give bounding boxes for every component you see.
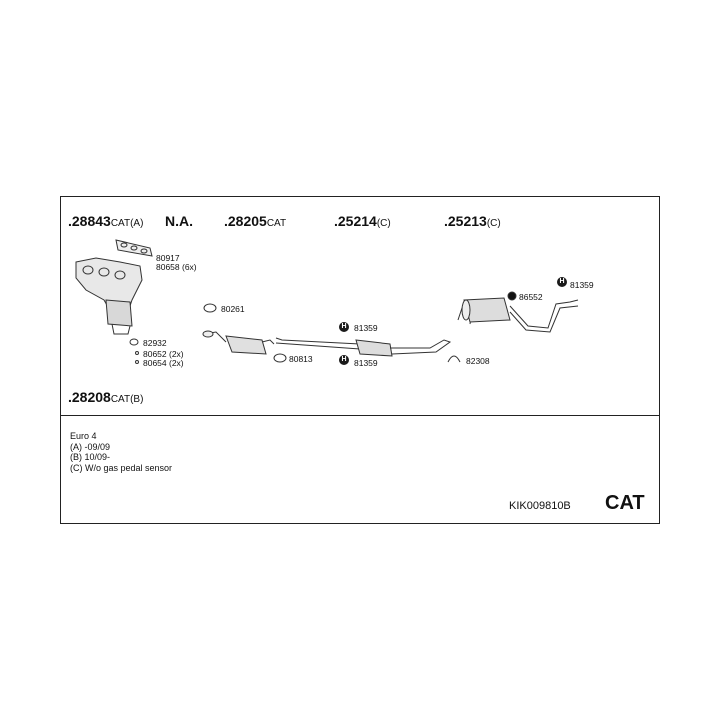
group-label-25214: .25214(C) <box>334 213 391 229</box>
part-label-80813: 80813 <box>289 354 313 364</box>
gasket-80261-drawing <box>203 303 217 313</box>
group-suffix: CAT(B) <box>110 394 144 405</box>
part-label-80654: 80654 (2x) <box>143 358 184 368</box>
hanger-81359-icon: H <box>339 322 349 332</box>
group-label-25213: .25213(C) <box>444 213 501 229</box>
manifold-gasket-drawing <box>115 239 153 257</box>
mount-86552-drawing <box>507 291 517 301</box>
notes-block: Euro 4 (A) -09/09 (B) 10/09- (C) W/o gas… <box>70 431 172 473</box>
group-number: .28843 <box>68 213 111 229</box>
part-label-81359: 81359 <box>570 280 594 290</box>
group-number: .25213 <box>444 213 487 229</box>
note-line: (C) W/o gas pedal sensor <box>70 462 173 473</box>
group-suffix: (C) <box>376 218 391 229</box>
kit-code: KIK009810B <box>509 500 571 512</box>
note-line: (A) -09/09 <box>70 441 111 452</box>
group-number: .25214 <box>334 213 377 229</box>
group-label-28208: .28208CAT(B) <box>68 389 143 405</box>
diagram-frame <box>60 196 660 524</box>
clamp-82308-drawing <box>447 355 461 363</box>
group-number: .28205 <box>224 213 267 229</box>
group-number: N.A. <box>165 213 193 229</box>
part-label-81359: 81359 <box>354 358 378 368</box>
category-label: CAT <box>605 492 645 514</box>
group-number: .28208 <box>68 389 111 405</box>
middle-silencer-drawing <box>275 337 452 357</box>
hanger-81359-icon: H <box>557 277 567 287</box>
gasket-80813-drawing <box>273 353 287 363</box>
part-label-80658: 80658 (6x) <box>156 262 197 272</box>
catalytic-converter-drawing <box>202 330 275 355</box>
hanger-81359-icon: H <box>339 355 349 365</box>
manifold-catalyst-drawing <box>75 257 143 335</box>
group-label-28205: .28205CAT <box>224 213 286 229</box>
group-label-na: N.A. <box>165 213 193 229</box>
note-line: (B) 10/09- <box>70 452 111 462</box>
part-label-81359: 81359 <box>354 323 378 333</box>
part-label-80652: 80652 (2x) <box>143 349 184 359</box>
part-label-86552: 86552 <box>519 292 543 302</box>
rear-silencer-drawing <box>457 297 579 333</box>
part-label-82932: 82932 <box>143 338 167 348</box>
group-suffix: CAT(A) <box>110 218 144 229</box>
part-label-80261: 80261 <box>221 304 245 314</box>
note-line: Euro 4 <box>70 431 97 441</box>
group-label-28843: .28843CAT(A) <box>68 213 143 229</box>
washer-80652-drawing <box>135 351 139 355</box>
gasket-82932-drawing <box>129 338 139 346</box>
nut-80654-drawing <box>135 360 139 364</box>
group-suffix: (C) <box>486 218 501 229</box>
notes-divider <box>60 415 660 416</box>
part-label-80917: 80917 <box>156 253 180 263</box>
part-label-82308: 82308 <box>466 356 490 366</box>
group-suffix: CAT <box>266 218 287 229</box>
